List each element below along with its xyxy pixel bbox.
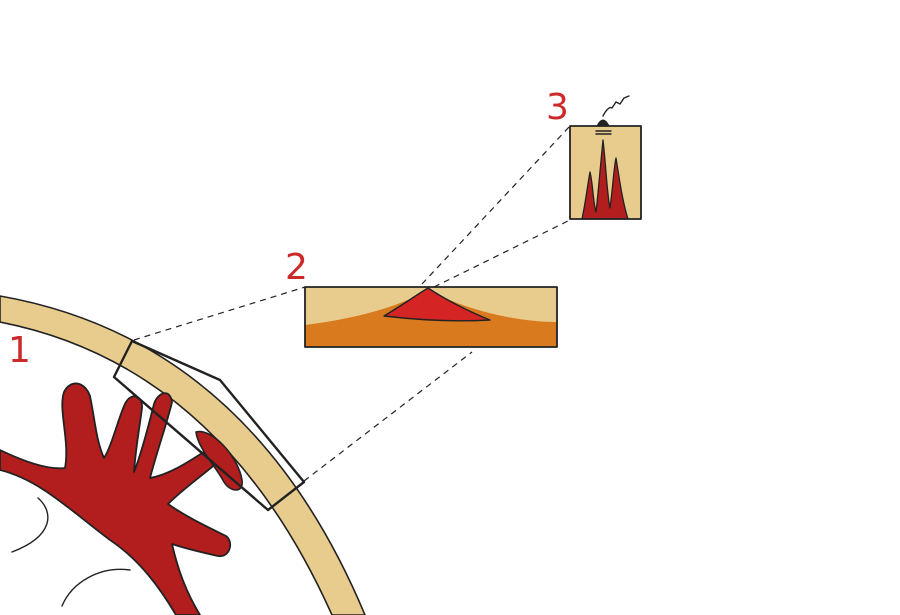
stage-label-1: 1 [8,330,31,371]
magma-intrusion [383,287,491,322]
zoom-line-2b [433,218,573,288]
planet-cross-section [0,295,366,615]
zoom-box [112,339,306,512]
inner-arc-1 [11,497,49,553]
inner-arc-2 [61,568,131,607]
zoom-line-1a [133,286,306,341]
eruption-plume [602,95,630,117]
vent-cap [596,119,610,127]
magma-peaks [581,139,629,220]
zoom-line-1b [303,351,473,482]
volcano-closeup [569,95,642,220]
stage-label-2: 2 [285,247,308,288]
zoom-line-2a [421,125,571,285]
magma-body [0,382,232,615]
crust-section-frame [304,286,558,348]
crust-section [304,286,558,348]
stage-label-3: 3 [546,87,569,128]
